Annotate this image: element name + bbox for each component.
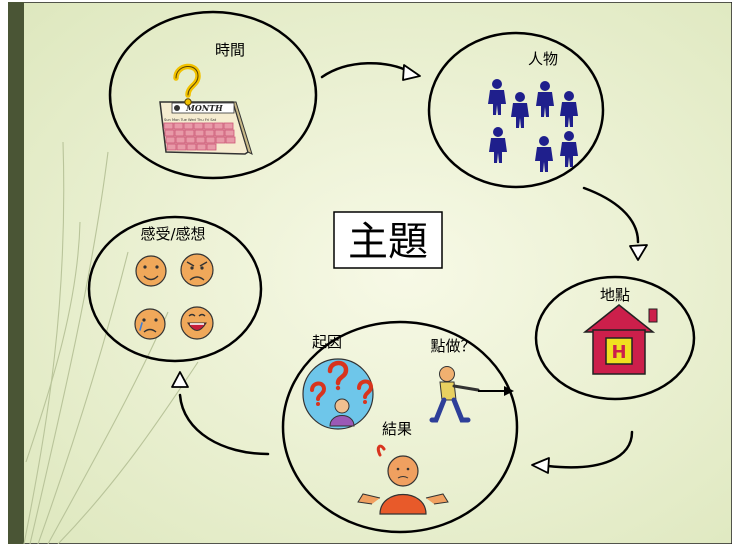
laughing-face-icon [180, 306, 214, 340]
feelings-label: 感受/感想 [140, 225, 205, 243]
house-icon: H [582, 304, 658, 375]
time-ellipse [108, 10, 318, 180]
center-topic-box: 主題 [333, 211, 443, 269]
people-label: 人物 [528, 50, 558, 68]
arrow-time-to-people [320, 62, 421, 81]
arrow-events-to-feelings [171, 371, 270, 456]
place-label: 地點 [600, 286, 630, 304]
happy-face-icon [135, 255, 167, 287]
calendar-header: MONTH [185, 103, 223, 113]
shrugging-person-icon [357, 444, 449, 515]
slide-background [8, 2, 732, 544]
left-accent-bar [8, 2, 24, 544]
walking-person-icon [429, 366, 514, 423]
node-feelings: 感受/感想 [87, 215, 263, 363]
crying-face-icon [134, 308, 166, 340]
mind-map-slide: 時間 MONTH Sun Mon Tue Wed Thu Fri Sat 人物 [8, 2, 732, 544]
center-topic-label: 主題 [348, 219, 428, 265]
decorative-lines [23, 141, 199, 544]
result-label: 結果 [382, 420, 412, 438]
calendar-icon: MONTH Sun Mon Tue Wed Thu Fri Sat [159, 101, 253, 155]
feelings-ellipse [87, 215, 263, 363]
time-label: 時間 [215, 41, 245, 59]
place-ellipse [534, 275, 696, 401]
node-people: 人物 [427, 31, 605, 189]
action-label: 點做？ [430, 337, 475, 355]
calendar-weekdays: Sun Mon Tue Wed Thu Fri Sat [164, 118, 217, 122]
question-mark-icon [173, 63, 201, 106]
house-letter: H [611, 342, 626, 363]
arrow-place-to-events [531, 430, 634, 474]
node-events: 起因 點做？ 結果 [281, 320, 519, 534]
arrow-people-to-place [582, 186, 648, 261]
node-place: 地點 H [534, 275, 696, 401]
cause-label: 起因 [312, 333, 342, 351]
people-ellipse [427, 31, 605, 189]
people-group-icon [488, 79, 578, 172]
confused-person-icon [302, 358, 374, 430]
node-time: 時間 MONTH Sun Mon Tue Wed Thu Fri Sat [108, 10, 318, 180]
angry-face-icon [180, 253, 214, 287]
events-ellipse [281, 320, 519, 534]
